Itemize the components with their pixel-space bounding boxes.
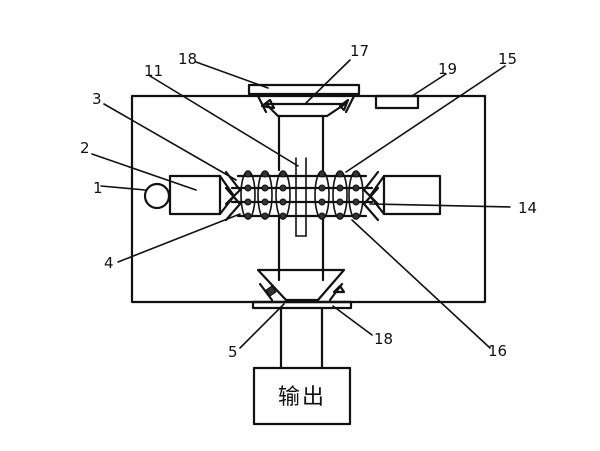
coil-windings (241, 171, 363, 219)
label-1: 1 (93, 179, 103, 197)
label-5: 5 (228, 343, 238, 361)
coil-1 (241, 171, 255, 219)
label-17: 17 (350, 42, 369, 60)
label-19: 19 (438, 60, 457, 78)
sensor-block (376, 96, 418, 108)
coil-5 (333, 171, 347, 219)
bottom-bearing-assembly (253, 270, 351, 308)
motor-roller (145, 184, 169, 208)
label-2: 2 (80, 139, 90, 157)
coil-6 (349, 171, 363, 219)
label-16: 16 (488, 342, 507, 360)
vertical-shaft (279, 116, 323, 368)
label-14: 14 (518, 199, 537, 217)
right-arm (364, 172, 440, 220)
coil-3 (276, 171, 290, 219)
label-18-bottom: 18 (374, 330, 393, 348)
coil-2 (258, 171, 272, 219)
label-11: 11 (144, 62, 163, 80)
coil-4 (315, 171, 329, 219)
label-15: 15 (498, 50, 517, 68)
output-box-text: 输出 (278, 385, 326, 410)
label-4: 4 (104, 254, 114, 272)
label-18-top: 18 (178, 50, 197, 68)
top-bearing-assembly (249, 85, 359, 116)
label-3: 3 (92, 90, 102, 108)
left-arm (170, 172, 240, 220)
